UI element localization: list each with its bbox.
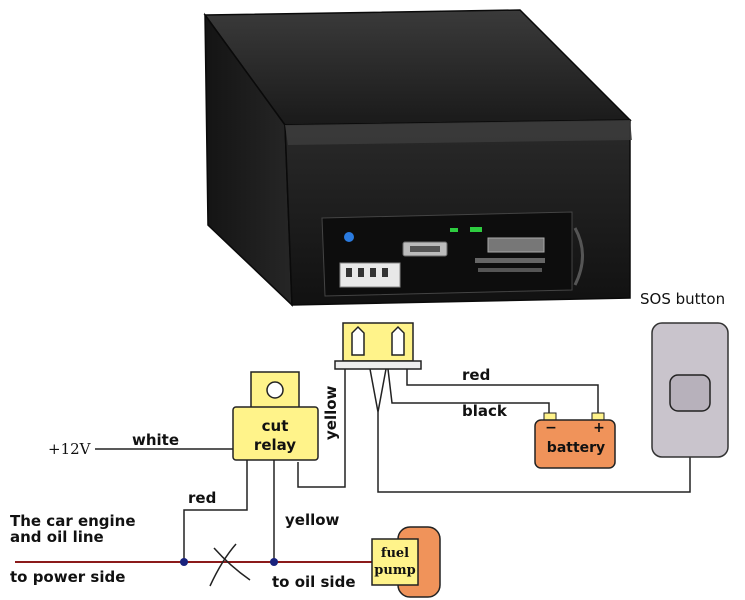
sim-slot xyxy=(487,237,545,253)
fuel-line xyxy=(15,543,372,587)
yellow-vertical-label: yellow xyxy=(322,385,340,440)
fuel-pump: fuel pump xyxy=(371,526,441,598)
junction-node xyxy=(270,558,278,566)
relay-label-line2: relay xyxy=(254,436,296,454)
battery-label: battery xyxy=(547,440,605,456)
red-relay-label: red xyxy=(188,489,216,507)
connector-plug xyxy=(334,322,422,370)
wire-fan xyxy=(369,368,387,413)
relay-label-line1: cut xyxy=(262,417,289,435)
wire-black xyxy=(387,368,550,417)
battery: − + battery xyxy=(534,412,616,469)
plus12v-label: +12V xyxy=(48,440,92,458)
power-side-label: to power side xyxy=(10,568,125,586)
engine-line-label-1: The car engine xyxy=(10,512,136,530)
wire-red xyxy=(406,369,599,417)
junction-node xyxy=(180,558,188,566)
red-battery-label: red xyxy=(462,366,490,384)
sos-button xyxy=(651,322,729,458)
wire-red-relay xyxy=(183,458,248,562)
gps-tracker-device xyxy=(203,9,632,307)
sos-press-pad xyxy=(669,374,711,412)
white-wire-label: white xyxy=(132,431,179,449)
sos-button-label: SOS button xyxy=(640,290,725,308)
wire-sos xyxy=(377,412,691,493)
port-panel xyxy=(321,211,584,297)
wires xyxy=(95,368,691,562)
wire-yellow-to-relay xyxy=(297,369,346,488)
cut-mark xyxy=(209,543,237,587)
black-battery-label: black xyxy=(462,402,508,420)
fuel-pump-label-line1: fuel xyxy=(381,546,409,561)
cut-relay: cut relay xyxy=(232,371,319,461)
engine-line-label-2: and oil line xyxy=(10,528,104,546)
battery-plus: + xyxy=(593,420,605,436)
battery-minus: − xyxy=(545,420,557,436)
yellow-relay-label: yellow xyxy=(285,511,340,529)
fuel-pump-label-line2: pump xyxy=(374,563,415,578)
status-led xyxy=(344,232,354,242)
oil-side-label: to oil side xyxy=(272,573,356,591)
